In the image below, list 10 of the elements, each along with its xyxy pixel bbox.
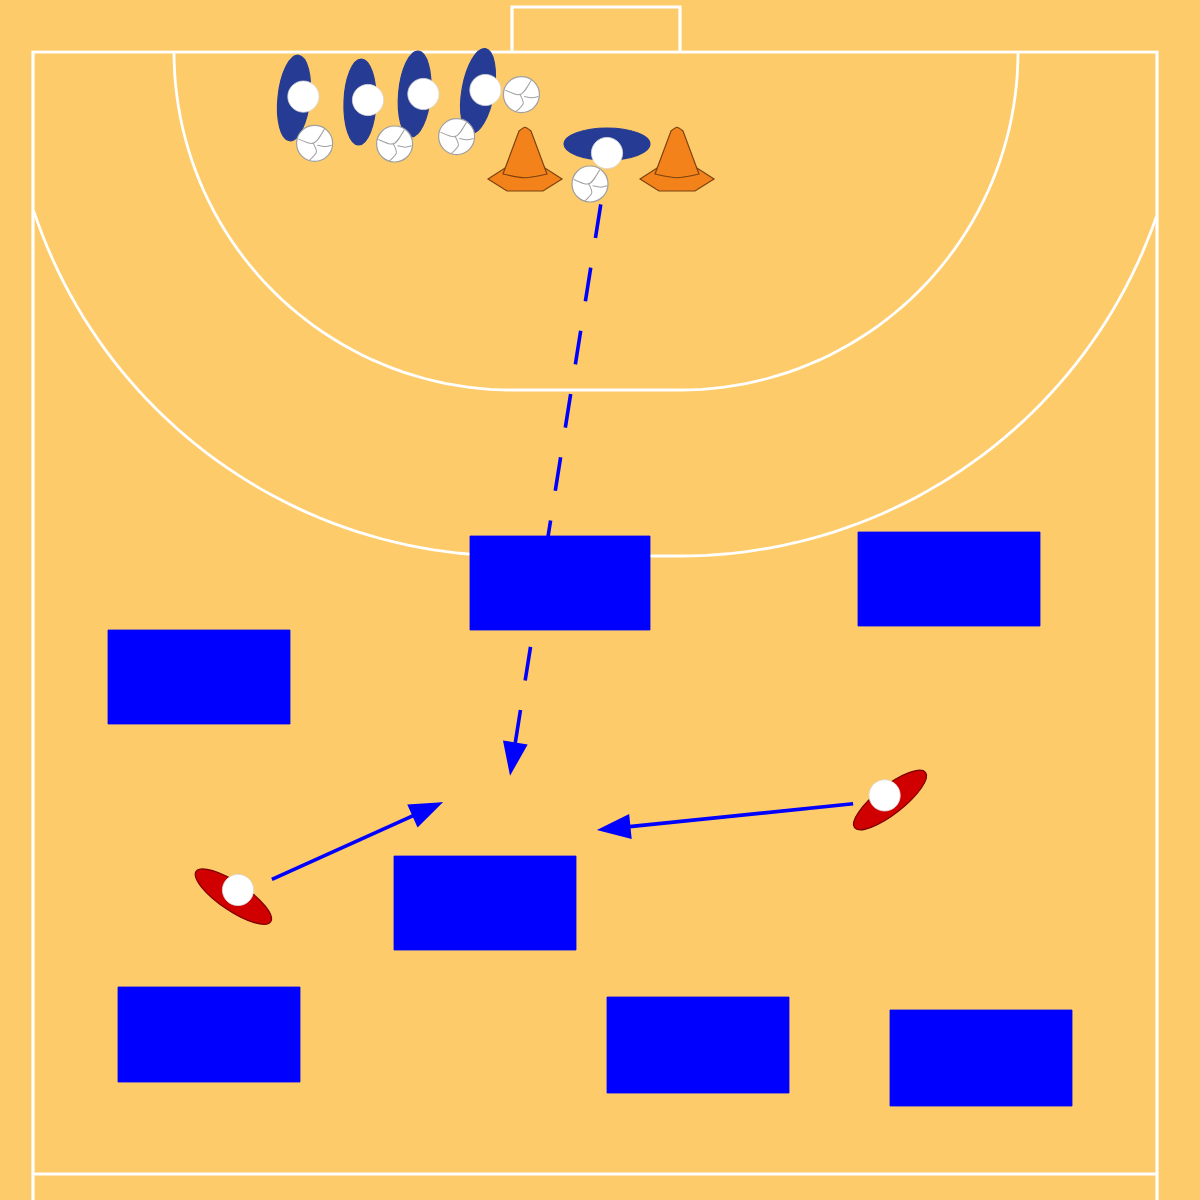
box xyxy=(606,996,790,1094)
box xyxy=(889,1009,1073,1107)
box xyxy=(469,535,651,631)
box xyxy=(393,855,577,951)
box xyxy=(857,531,1041,627)
box xyxy=(117,986,301,1083)
player xyxy=(852,769,928,831)
box xyxy=(107,629,291,725)
player-with-ball xyxy=(563,127,651,203)
player xyxy=(194,868,273,925)
